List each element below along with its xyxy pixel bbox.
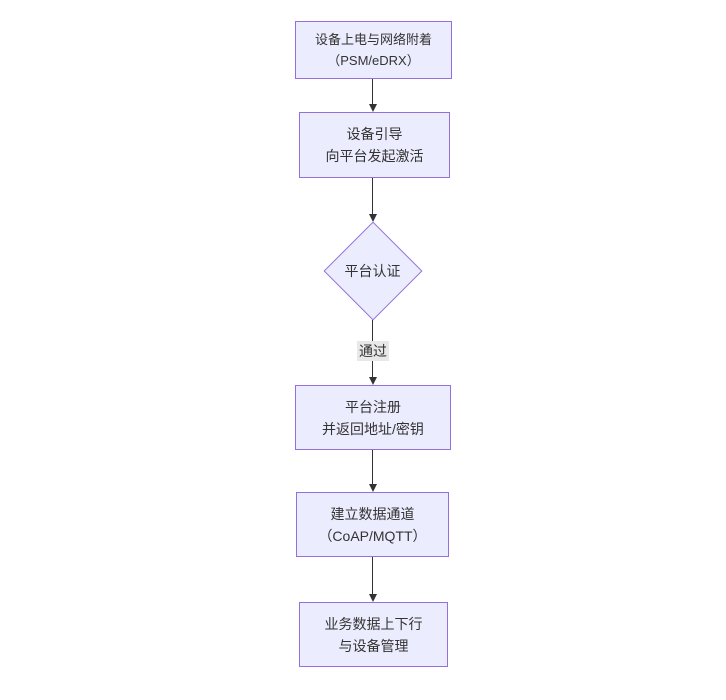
arrowhead-down-icon — [368, 377, 377, 385]
node-line: （CoAP/MQTT） — [318, 527, 427, 544]
node-line: 建立数据通道 — [330, 505, 415, 522]
node-line: 平台注册 — [345, 398, 401, 415]
edge-label-pass: 通过 — [357, 341, 389, 361]
arrowhead-down-icon — [368, 594, 377, 602]
flow-arrow-2 — [368, 178, 377, 222]
arrowhead-down-icon — [368, 104, 377, 112]
node-line: 业务数据上下行 — [324, 615, 423, 632]
arrow-line — [372, 557, 373, 594]
arrowhead-down-icon — [368, 484, 377, 492]
node-device-bootstrap: 设备引导 向平台发起激活 — [299, 112, 450, 178]
node-platform-auth: 平台认证 — [322, 221, 423, 320]
flow-arrow-4 — [368, 450, 377, 492]
node-line: 平台认证 — [344, 262, 401, 279]
arrow-line — [372, 450, 373, 484]
node-line: 并返回地址/密钥 — [322, 420, 424, 437]
arrow-line — [372, 178, 373, 214]
node-power-network-attach: 设备上电与网络附着 （PSM/eDRX） — [295, 21, 452, 79]
node-line: 向平台发起激活 — [325, 148, 424, 164]
node-line: 设备引导 — [346, 126, 403, 142]
node-line: 与设备管理 — [338, 637, 409, 654]
node-line: （PSM/eDRX） — [327, 53, 420, 68]
arrow-line — [372, 79, 373, 104]
flow-arrow-5 — [368, 557, 377, 602]
node-business-data: 业务数据上下行 与设备管理 — [299, 602, 448, 667]
node-line: 设备上电与网络附着 — [314, 32, 432, 47]
node-platform-register: 平台注册 并返回地址/密钥 — [295, 385, 451, 450]
node-data-channel: 建立数据通道 （CoAP/MQTT） — [296, 492, 449, 557]
arrowhead-down-icon — [368, 214, 377, 222]
flow-arrow-1 — [368, 79, 377, 112]
